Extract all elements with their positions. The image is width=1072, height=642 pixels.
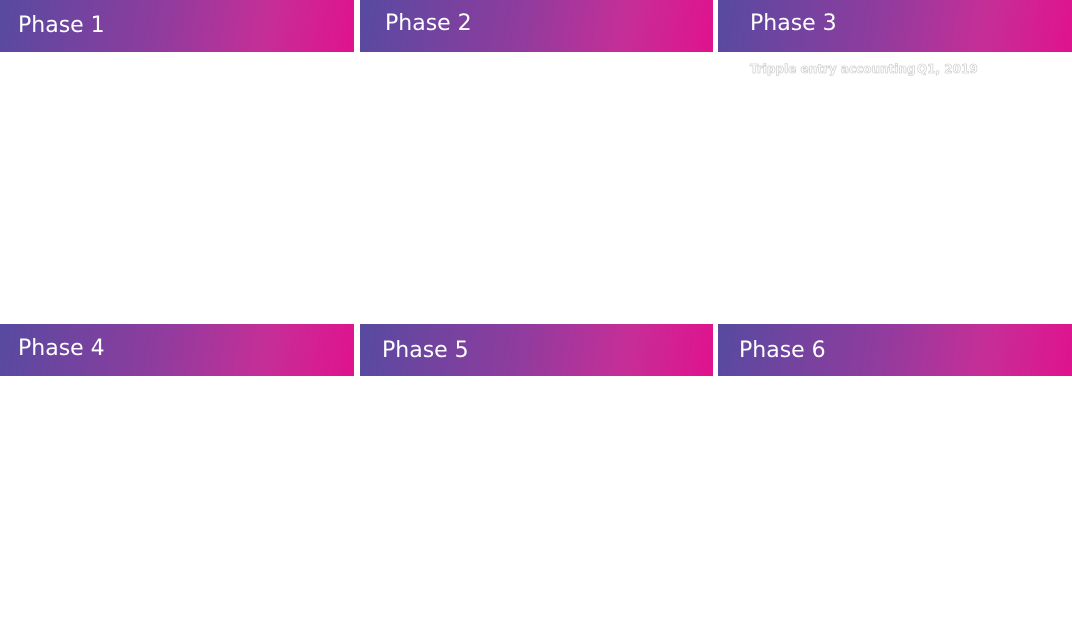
- phase-6-header: Phase 6: [718, 324, 1072, 376]
- phase-3-milestone-name: Tripple entry accounting: [750, 62, 916, 77]
- phase-2-header: Phase 2: [360, 0, 713, 52]
- phase-3-title: Phase 3: [750, 11, 837, 36]
- phase-6-title: Phase 6: [739, 338, 826, 363]
- phase-4-title: Phase 4: [18, 336, 105, 361]
- phase-2-title: Phase 2: [385, 11, 472, 36]
- phase-4-header: Phase 4: [0, 324, 354, 376]
- phase-1-header: Phase 1: [0, 0, 354, 52]
- phase-3-milestone-date: Q1, 2019: [917, 62, 978, 77]
- phase-1-title: Phase 1: [18, 13, 105, 38]
- phase-3-header: Phase 3: [718, 0, 1072, 52]
- phase-5-header: Phase 5: [360, 324, 713, 376]
- phase-5-title: Phase 5: [382, 338, 469, 363]
